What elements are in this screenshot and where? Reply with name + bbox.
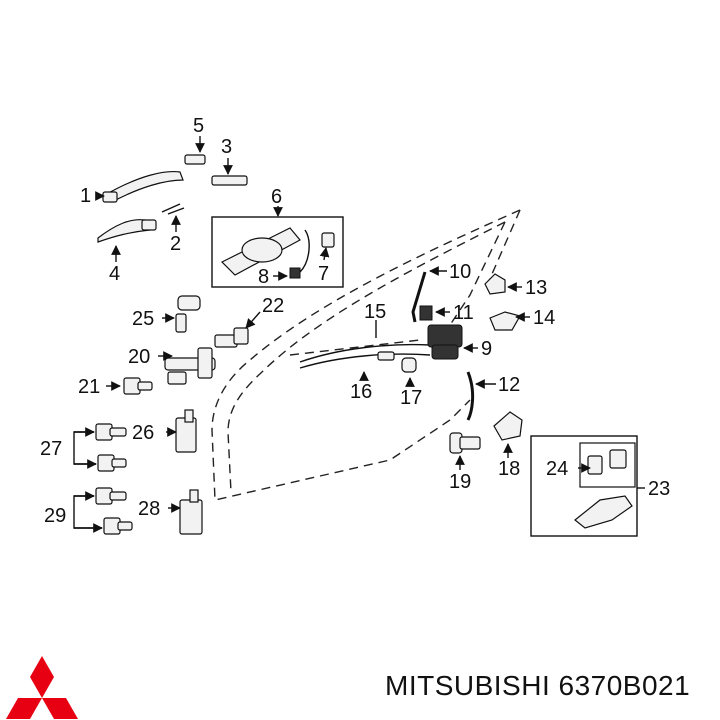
callout-11: 11: [453, 302, 474, 324]
bolt-27-lower-part: [97, 454, 127, 472]
callout-13: 13: [525, 277, 547, 299]
callout-22: 22: [262, 295, 284, 317]
callout-6: 6: [271, 186, 282, 208]
callout-8: 8: [258, 266, 269, 288]
rod-10-part: [411, 271, 427, 323]
door-latch-part: [427, 324, 463, 360]
striker-bolt-19-part: [449, 432, 481, 454]
release-cable-part: [299, 353, 431, 369]
bolt-22-part: [214, 327, 249, 348]
logo-diamond-left: [6, 698, 42, 719]
weatherstrip-12-part: [466, 371, 475, 421]
door-outline: [211, 209, 521, 501]
callout-10: 10: [449, 261, 471, 283]
clip-part: [161, 203, 185, 215]
rod-bracket-part: [97, 219, 157, 243]
callout-23: 23: [648, 478, 670, 500]
callout-21: 21: [78, 376, 100, 398]
callout-20: 20: [128, 346, 150, 368]
lock-cylinder-part: [175, 295, 201, 333]
callout-12: 12: [498, 374, 520, 396]
bolt-21-part: [123, 377, 153, 395]
part-caption: MITSUBISHI 6370B021: [385, 670, 705, 710]
callout-25: 25: [132, 308, 154, 330]
clip-17-part: [401, 357, 417, 373]
callout-18: 18: [498, 458, 520, 480]
bolt-29-lower-part: [103, 517, 133, 535]
bracket-14-part: [489, 311, 521, 331]
callout-9: 9: [481, 338, 492, 360]
bolt-27-upper-part: [95, 423, 127, 441]
callout-19: 19: [449, 471, 471, 493]
callout-1: 1: [80, 185, 91, 207]
lock-cable-part: [299, 343, 431, 363]
callout-27: 27: [40, 438, 62, 460]
callout-4: 4: [109, 263, 120, 285]
callout-16: 16: [350, 381, 372, 403]
handle-cap-part: [184, 154, 206, 165]
part-number: 6370B021: [558, 670, 691, 701]
mitsubishi-logo: [6, 656, 78, 719]
bolt-29-upper-part: [95, 487, 127, 505]
callout-7: 7: [318, 263, 329, 285]
hinge-upper-part: [175, 409, 197, 453]
clip-11-part: [419, 305, 433, 321]
logo-diamond-right: [42, 698, 78, 719]
callout-15: 15: [364, 301, 386, 323]
callout-3: 3: [221, 136, 232, 158]
cable-joint-part: [377, 351, 395, 361]
brand-name: MITSUBISHI: [385, 670, 551, 701]
leader-lines: [73, 136, 645, 533]
inner-handle-box: [211, 216, 344, 288]
outer-handle-part: [102, 171, 184, 203]
bracket-13-part: [484, 273, 506, 295]
callout-14: 14: [533, 307, 555, 329]
lock-rod-bracket-part: [164, 347, 216, 385]
handle-garnish-part: [211, 175, 248, 186]
striker-18-part: [493, 411, 523, 441]
callout-2: 2: [170, 233, 181, 255]
hinge-lower-part: [179, 489, 203, 535]
callout-5: 5: [193, 115, 204, 137]
callout-24: 24: [546, 458, 568, 480]
callout-28: 28: [138, 498, 160, 520]
callout-29: 29: [44, 505, 66, 527]
callout-26: 26: [132, 422, 154, 444]
callout-labels: 5 3 1 2 4 6 8 7 25 22 20 21 15 16 17 10 …: [40, 115, 670, 527]
logo-diamond-top: [30, 656, 54, 698]
callout-17: 17: [400, 387, 422, 409]
latch-kit-box: [530, 435, 638, 537]
